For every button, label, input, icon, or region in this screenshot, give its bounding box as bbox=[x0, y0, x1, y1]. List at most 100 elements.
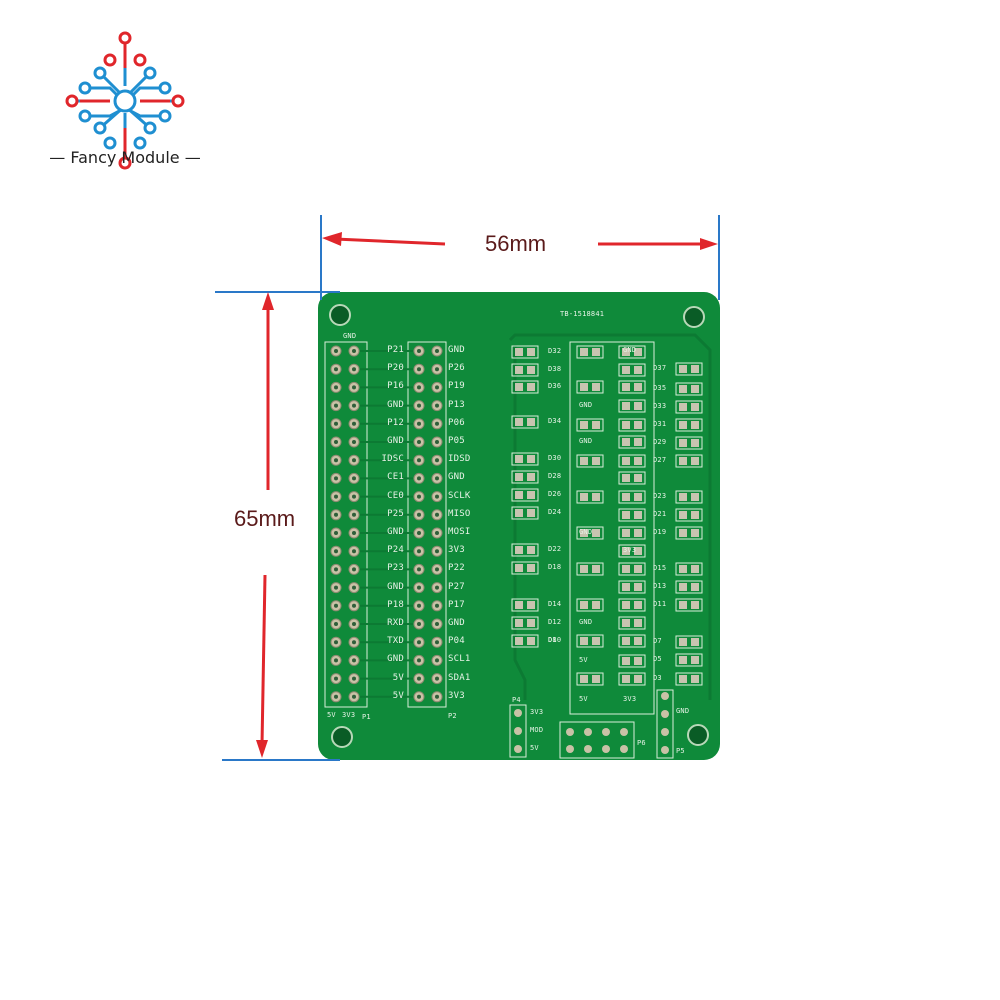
pin-hole bbox=[352, 512, 356, 517]
pin-hole bbox=[417, 640, 421, 645]
led-pad bbox=[618, 616, 646, 630]
right-pin-label: P05 bbox=[448, 436, 465, 446]
header-p4-outline bbox=[509, 704, 527, 758]
pin-hole bbox=[352, 585, 356, 590]
p5-pin bbox=[661, 728, 669, 736]
pin-hole bbox=[352, 567, 356, 572]
bus-table bbox=[569, 341, 655, 715]
pin-hole bbox=[352, 458, 356, 463]
led-pad bbox=[618, 562, 646, 576]
left-pin-label: 5V bbox=[392, 672, 404, 683]
led-pad bbox=[675, 653, 703, 667]
pin-hole bbox=[334, 585, 338, 590]
led-pads bbox=[511, 345, 703, 686]
led-pad bbox=[675, 635, 703, 649]
pin-hole bbox=[334, 367, 338, 372]
bus-label: 5V bbox=[579, 695, 588, 703]
led-left-label: D34 bbox=[548, 417, 562, 425]
left-pin-label: GND bbox=[387, 527, 404, 537]
right-pin-label: IDSD bbox=[448, 454, 471, 465]
header-p6-outline bbox=[559, 721, 635, 759]
led-pad bbox=[618, 580, 646, 594]
led-right-label: D35 bbox=[653, 384, 667, 392]
led-right-label: D33 bbox=[653, 402, 667, 410]
led-pad bbox=[675, 418, 703, 432]
led-left-label: D30 bbox=[548, 454, 562, 462]
led-pad bbox=[511, 363, 539, 377]
left-pin-label: IDSC bbox=[381, 454, 404, 465]
pin-hole bbox=[352, 421, 356, 426]
right-pin-label: P04 bbox=[448, 636, 465, 647]
bus-label: 3V3 bbox=[623, 695, 637, 703]
pin-hole bbox=[417, 349, 421, 353]
p5-gnd-label: GND bbox=[676, 707, 690, 715]
left-pin-label: P24 bbox=[387, 545, 404, 556]
left-pin-label: TXD bbox=[387, 636, 404, 647]
led-pad bbox=[511, 415, 539, 429]
pin-hole bbox=[334, 549, 338, 554]
right-pin-label: SDA1 bbox=[448, 672, 471, 683]
pin-hole bbox=[334, 421, 338, 426]
led-pad bbox=[511, 561, 539, 575]
led-pad bbox=[511, 506, 539, 520]
right-pin-label: 3V3 bbox=[448, 690, 465, 701]
led-left-label: D18 bbox=[548, 563, 562, 571]
header-pins bbox=[330, 345, 443, 703]
pin-hole bbox=[352, 531, 356, 535]
led-pad bbox=[618, 471, 646, 485]
pin-hole bbox=[352, 349, 356, 353]
p6-pin bbox=[584, 728, 592, 736]
dimension-guides bbox=[215, 215, 720, 761]
pin-hole bbox=[352, 440, 356, 444]
led-right-label: D5 bbox=[653, 655, 662, 663]
led-pad bbox=[618, 634, 646, 648]
led-pad bbox=[576, 345, 604, 359]
right-pin-label: MISO bbox=[448, 508, 471, 519]
bus-label: GND bbox=[579, 437, 593, 445]
led-left-label: D28 bbox=[548, 472, 562, 480]
right-pin-label: GND bbox=[448, 345, 465, 355]
led-pad bbox=[618, 363, 646, 377]
led-pad bbox=[675, 508, 703, 522]
led-pad bbox=[618, 526, 646, 540]
p5-pin bbox=[661, 710, 669, 718]
p6-pin bbox=[602, 745, 610, 753]
p1-name-label: P1 bbox=[362, 713, 371, 721]
led-pad bbox=[675, 382, 703, 396]
led-right-label: D29 bbox=[653, 438, 667, 446]
pin-hole bbox=[352, 476, 356, 481]
led-pad bbox=[511, 488, 539, 502]
pin-hole bbox=[435, 585, 439, 590]
pin-hole bbox=[334, 512, 338, 517]
led-pad bbox=[576, 380, 604, 394]
led-right-label: D19 bbox=[653, 528, 667, 536]
led-left-label: D24 bbox=[548, 508, 562, 516]
pin-hole bbox=[417, 658, 421, 663]
pin-hole bbox=[435, 603, 439, 608]
pin-hole bbox=[352, 385, 356, 390]
left-pin-label: CE0 bbox=[387, 490, 404, 501]
led-pad bbox=[675, 454, 703, 468]
led-pad bbox=[618, 399, 646, 413]
pin-hole bbox=[435, 476, 439, 481]
pin-hole bbox=[435, 658, 439, 663]
pin-hole bbox=[417, 367, 421, 372]
led-pad bbox=[618, 345, 646, 359]
led-right-label: D21 bbox=[653, 510, 667, 518]
led-pad bbox=[511, 470, 539, 484]
p5-pin bbox=[661, 692, 669, 700]
header-p2-outline bbox=[407, 341, 447, 708]
pin-hole bbox=[352, 549, 356, 554]
pin-hole bbox=[334, 622, 338, 626]
left-pin-label: GND bbox=[387, 581, 404, 592]
led-pad bbox=[618, 418, 646, 432]
p6-name-label: P6 bbox=[637, 739, 646, 747]
left-pin-label: GND bbox=[387, 436, 404, 446]
pin-hole bbox=[417, 385, 421, 390]
led-pad bbox=[675, 672, 703, 686]
led-pad bbox=[576, 454, 604, 468]
led-pad bbox=[511, 452, 539, 466]
pin-hole bbox=[417, 421, 421, 426]
pin-hole bbox=[417, 494, 421, 499]
led-pad bbox=[618, 654, 646, 668]
